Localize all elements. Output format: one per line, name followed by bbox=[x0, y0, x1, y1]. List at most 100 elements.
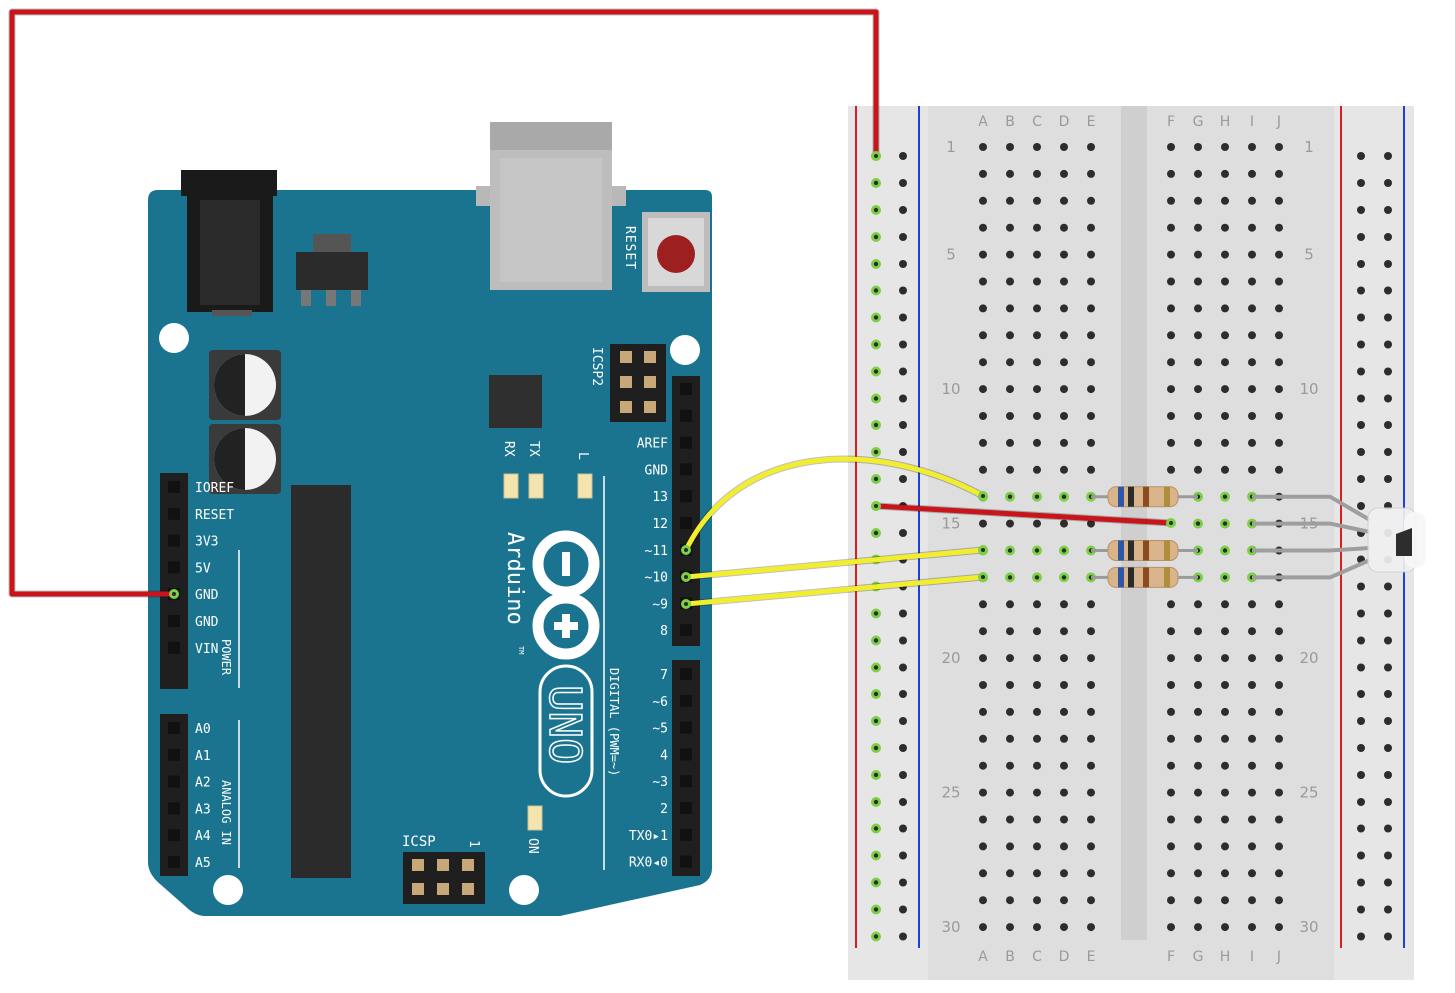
breadboard-hole bbox=[1033, 250, 1041, 259]
rail-hole bbox=[1384, 206, 1392, 214]
breadboard-hole bbox=[1033, 842, 1041, 851]
usb-port bbox=[476, 122, 626, 290]
left-power-rail-strip bbox=[848, 106, 928, 980]
breadboard-hole bbox=[1194, 169, 1202, 178]
breadboard-hole bbox=[1221, 707, 1229, 716]
rail-hole bbox=[1357, 502, 1365, 510]
rail-hole bbox=[899, 771, 907, 779]
breadboard-hole bbox=[1248, 627, 1256, 636]
rail-hole bbox=[899, 905, 907, 914]
breadboard-hole bbox=[1248, 707, 1256, 716]
pin-label: ~10 bbox=[645, 571, 668, 586]
breadboard-hole bbox=[1006, 761, 1014, 770]
header-pin bbox=[168, 775, 180, 788]
header-pin bbox=[168, 748, 180, 761]
breadboard-hole bbox=[1087, 815, 1095, 824]
wire-pin9[interactable] bbox=[683, 574, 986, 607]
wire-end-center bbox=[874, 504, 878, 508]
row-number-left: 5 bbox=[946, 246, 956, 264]
rail-hole-center bbox=[873, 369, 879, 374]
breadboard-hole bbox=[1167, 707, 1175, 716]
rx-led bbox=[503, 473, 519, 499]
breadboard-hole bbox=[1194, 788, 1202, 797]
pin-label: GND bbox=[645, 463, 669, 478]
breadboard-hole bbox=[1006, 385, 1014, 394]
rail-hole bbox=[899, 609, 907, 618]
row-number-right: 10 bbox=[1299, 380, 1318, 398]
pin-label: A5 bbox=[195, 856, 211, 871]
breadboard-hole bbox=[1221, 734, 1229, 743]
breadboard-hole bbox=[1006, 519, 1014, 528]
breadboard-hole bbox=[1087, 681, 1095, 689]
breadboard-hole bbox=[979, 331, 987, 340]
breadboard-hole bbox=[979, 788, 987, 797]
breadboard-hole bbox=[1167, 412, 1175, 420]
column-label-top: E bbox=[1087, 114, 1096, 130]
led-leg bbox=[1252, 558, 1371, 580]
breadboard-hole-center bbox=[1007, 548, 1013, 553]
capacitor bbox=[209, 424, 281, 494]
pin-label: A4 bbox=[195, 829, 211, 844]
rail-hole bbox=[1384, 367, 1392, 376]
column-label-top: H bbox=[1220, 114, 1231, 130]
breadboard-hole bbox=[1006, 600, 1014, 609]
column-label-top: D bbox=[1059, 114, 1070, 130]
breadboard-hole bbox=[1087, 143, 1095, 151]
power-jack bbox=[181, 170, 277, 316]
breadboard-hole bbox=[1221, 277, 1229, 286]
rail-hole bbox=[1357, 824, 1365, 833]
rail-hole-center bbox=[873, 476, 879, 482]
breadboard-hole bbox=[1248, 143, 1256, 151]
rail-hole bbox=[899, 233, 907, 241]
breadboard-hole bbox=[1060, 842, 1068, 851]
breadboard-hole bbox=[1194, 815, 1202, 824]
breadboard-hole bbox=[1221, 761, 1229, 770]
breadboard-hole bbox=[979, 196, 987, 205]
icsp2-pin bbox=[620, 376, 632, 388]
breadboard-hole bbox=[1167, 331, 1175, 340]
breadboard-hole bbox=[1006, 923, 1014, 932]
breadboard-hole bbox=[1087, 331, 1095, 340]
icsp2-pin bbox=[620, 401, 632, 413]
breadboard-hole bbox=[1194, 707, 1202, 716]
breadboard-hole bbox=[1248, 465, 1256, 474]
pin-label: A0 bbox=[195, 722, 211, 737]
analog-group-label: ANALOG IN bbox=[219, 780, 233, 845]
rail-hole bbox=[1384, 851, 1392, 860]
breadboard-hole bbox=[1194, 358, 1202, 367]
breadboard-hole bbox=[1275, 842, 1283, 851]
column-label-bottom: H bbox=[1220, 949, 1231, 965]
icsp-pin bbox=[412, 859, 424, 871]
icsp-pin bbox=[462, 859, 474, 871]
row-number-left: 15 bbox=[941, 515, 960, 533]
pin-label: A2 bbox=[195, 776, 211, 791]
breadboard-hole bbox=[1087, 654, 1095, 663]
header-pin bbox=[168, 481, 180, 493]
row-number-right: 30 bbox=[1299, 918, 1318, 936]
header-pin bbox=[680, 624, 692, 637]
breadboard-hole bbox=[1087, 842, 1095, 851]
breadboard-hole bbox=[1248, 923, 1256, 932]
resistor bbox=[1091, 566, 1198, 588]
column-label-bottom: I bbox=[1250, 949, 1254, 965]
pin-label: ~9 bbox=[652, 597, 668, 612]
wire-pin10[interactable] bbox=[683, 547, 986, 580]
wire-pin11[interactable] bbox=[683, 456, 986, 553]
tx-label: TX bbox=[526, 441, 541, 457]
breadboard-hole bbox=[1060, 896, 1068, 905]
breadboard-hole bbox=[1248, 815, 1256, 824]
breadboard-hole bbox=[1248, 385, 1256, 394]
wire-rail-to-led[interactable] bbox=[873, 503, 1174, 526]
icsp2-pin bbox=[644, 376, 656, 388]
rail-hole bbox=[1357, 367, 1365, 376]
breadboard-hole-center bbox=[1195, 521, 1201, 526]
reset-button[interactable] bbox=[642, 212, 710, 292]
row-number-left: 1 bbox=[946, 138, 956, 156]
arduino-infinity-logo bbox=[532, 530, 600, 660]
wire-5v-to-rail[interactable] bbox=[9, 9, 879, 597]
pin-label: TX0▸1 bbox=[629, 829, 668, 844]
breadboard-hole bbox=[1167, 223, 1175, 232]
rail-hole bbox=[899, 932, 907, 941]
rail-hole-center bbox=[873, 449, 879, 455]
